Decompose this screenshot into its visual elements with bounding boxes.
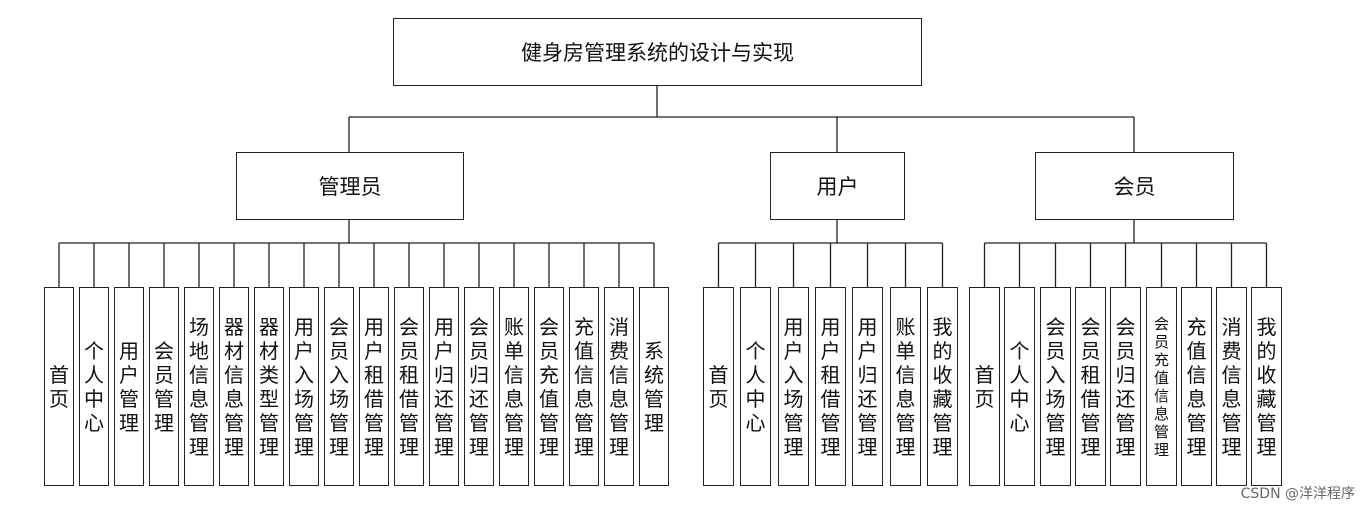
leaf-label: 用户入场管理 xyxy=(783,314,804,459)
leaf-node-admin: 会员管理 xyxy=(149,287,179,486)
leaf-node-member: 消费信息管理 xyxy=(1216,287,1247,486)
leaf-node-admin: 系统管理 xyxy=(639,287,669,486)
leaf-node-member: 会员归还管理 xyxy=(1110,287,1141,486)
leaf-label: 消费信息管理 xyxy=(1221,314,1242,459)
leaf-node-admin: 场地信息管理 xyxy=(184,287,214,486)
leaf-label: 消费信息管理 xyxy=(609,314,629,459)
group-title-admin: 管理员 xyxy=(318,175,382,199)
leaf-label: 我的收藏管理 xyxy=(1256,314,1277,459)
watermark: CSDN @洋洋程序 xyxy=(1240,486,1355,502)
group-title-user: 用户 xyxy=(816,175,859,199)
root-title: 健身房管理系统的设计与实现 xyxy=(521,41,794,65)
group-node-member: 会员 xyxy=(1035,152,1234,220)
leaf-node-admin: 器材类型管理 xyxy=(254,287,284,486)
leaf-node-admin: 会员入场管理 xyxy=(324,287,354,486)
root-node: 健身房管理系统的设计与实现 xyxy=(393,18,922,86)
leaf-node-admin: 用户租借管理 xyxy=(359,287,389,486)
leaf-label: 系统管理 xyxy=(644,338,664,435)
leaf-label: 用户入场管理 xyxy=(294,314,314,459)
leaf-label: 器材信息管理 xyxy=(224,314,244,459)
leaf-label: 会员入场管理 xyxy=(329,314,349,459)
leaf-node-user: 我的收藏管理 xyxy=(927,287,958,486)
leaf-node-admin: 会员租借管理 xyxy=(394,287,424,486)
leaf-node-user: 首页 xyxy=(703,287,734,486)
leaf-label: 会员租借管理 xyxy=(399,314,419,459)
leaf-label: 会员入场管理 xyxy=(1045,314,1066,459)
leaf-label: 个人中心 xyxy=(745,338,766,435)
leaf-node-member: 充值信息管理 xyxy=(1181,287,1212,486)
leaf-label: 用户租借管理 xyxy=(364,314,384,459)
leaf-label: 账单信息管理 xyxy=(895,314,916,459)
leaf-label: 器材类型管理 xyxy=(259,314,279,459)
leaf-label: 用户归还管理 xyxy=(857,314,878,459)
group-title-member: 会员 xyxy=(1113,175,1156,199)
leaf-node-user: 用户归还管理 xyxy=(852,287,883,486)
leaf-label: 充值信息管理 xyxy=(574,314,594,459)
leaf-node-member: 会员租借管理 xyxy=(1075,287,1106,486)
leaf-node-member: 首页 xyxy=(969,287,1000,486)
leaf-node-admin: 用户归还管理 xyxy=(429,287,459,486)
leaf-node-member: 我的收藏管理 xyxy=(1251,287,1282,486)
leaf-node-user: 用户租借管理 xyxy=(815,287,846,486)
leaf-label: 首页 xyxy=(708,362,729,411)
leaf-node-admin: 会员归还管理 xyxy=(464,287,494,486)
leaf-node-user: 账单信息管理 xyxy=(890,287,921,486)
leaf-node-member: 个人中心 xyxy=(1004,287,1035,486)
leaf-node-user: 个人中心 xyxy=(740,287,771,486)
leaf-label: 账单信息管理 xyxy=(504,314,524,459)
leaf-label: 用户归还管理 xyxy=(434,314,454,459)
leaf-node-admin: 首页 xyxy=(44,287,74,486)
leaf-label: 会员归还管理 xyxy=(1115,314,1136,459)
leaf-label: 个人中心 xyxy=(84,338,104,435)
leaf-node-admin: 充值信息管理 xyxy=(569,287,599,486)
leaf-label: 用户管理 xyxy=(119,338,139,435)
leaf-node-admin: 用户管理 xyxy=(114,287,144,486)
leaf-node-member: 会员入场管理 xyxy=(1040,287,1071,486)
leaf-label: 我的收藏管理 xyxy=(932,314,953,459)
leaf-node-member: 会员充值信息管理 xyxy=(1146,287,1177,486)
leaf-node-admin: 器材信息管理 xyxy=(219,287,249,486)
leaf-node-admin: 账单信息管理 xyxy=(499,287,529,486)
leaf-label: 会员租借管理 xyxy=(1080,314,1101,459)
leaf-label: 场地信息管理 xyxy=(189,314,209,459)
group-node-user: 用户 xyxy=(770,152,905,220)
leaf-label: 个人中心 xyxy=(1009,338,1030,435)
leaf-node-user: 用户入场管理 xyxy=(778,287,809,486)
group-node-admin: 管理员 xyxy=(236,152,464,220)
leaf-node-admin: 个人中心 xyxy=(79,287,109,486)
leaf-label: 首页 xyxy=(49,362,69,411)
leaf-label: 会员充值管理 xyxy=(539,314,559,459)
leaf-label: 会员归还管理 xyxy=(469,314,489,459)
leaf-node-admin: 会员充值管理 xyxy=(534,287,564,486)
leaf-label: 会员充值信息管理 xyxy=(1154,314,1170,459)
leaf-label: 用户租借管理 xyxy=(820,314,841,459)
leaf-label: 首页 xyxy=(974,362,995,411)
leaf-label: 充值信息管理 xyxy=(1186,314,1207,459)
leaf-node-admin: 消费信息管理 xyxy=(604,287,634,486)
leaf-node-admin: 用户入场管理 xyxy=(289,287,319,486)
leaf-label: 会员管理 xyxy=(154,338,174,435)
